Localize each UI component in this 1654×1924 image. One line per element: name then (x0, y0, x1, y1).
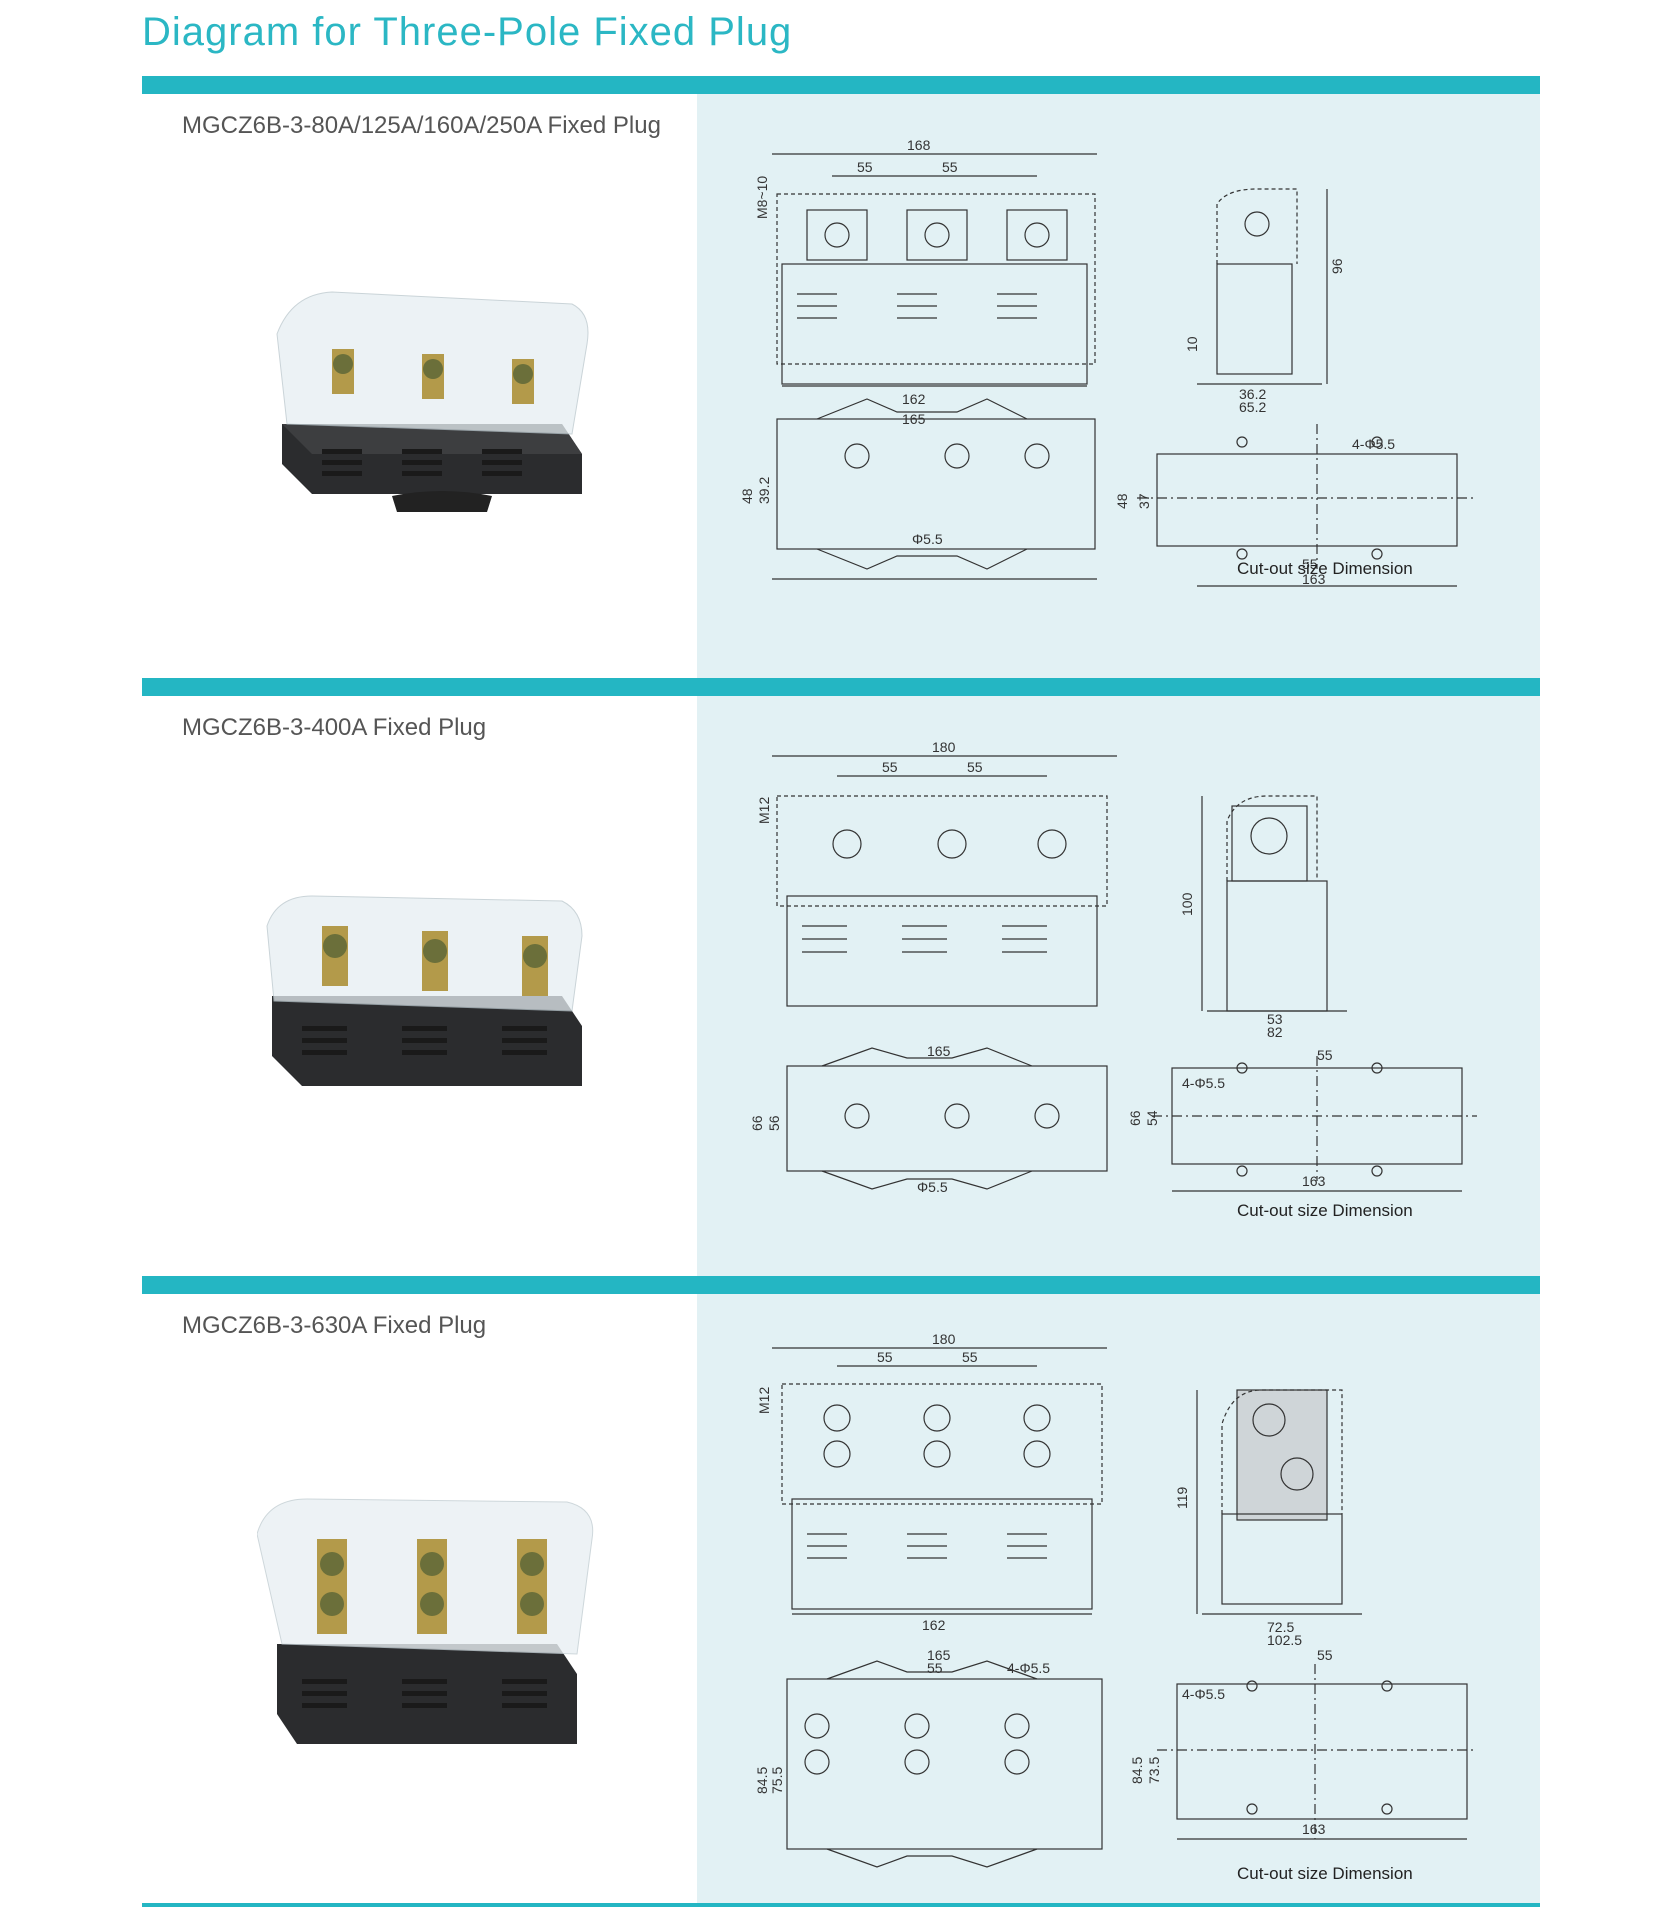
product-label: MGCZ6B-3-400A Fixed Plug (182, 714, 487, 741)
dim-top-h2: 56 (766, 1115, 782, 1131)
dim-side-w2: 102.5 (1267, 1632, 1302, 1648)
dim-cutout-pitch: 55 (1317, 1647, 1333, 1663)
dim-top-pitch: 55 (927, 1660, 943, 1676)
product-label: MGCZ6B-3-80A/125A/160A/250A Fixed Plug (182, 112, 661, 139)
dim-overall: 180 (932, 739, 956, 755)
dim-overall: 168 (907, 137, 931, 153)
dim-cutout-pitch: 55 (1317, 1047, 1333, 1063)
dim-top-holes: 4-Φ5.5 (1007, 1660, 1050, 1676)
cutout-caption: Cut-out size Dimension (1237, 559, 1413, 578)
product-photo (257, 1498, 594, 1744)
dim-cutout-h2: 73.5 (1146, 1757, 1162, 1784)
product-section: MGCZ6B-3-400A Fixed Plug (142, 696, 1540, 1276)
dimension-drawing: 168 55 55 M8~10 162 96 10 36.2 65.2 165 … (739, 137, 1477, 587)
dim-top-hole: Φ5.5 (917, 1179, 948, 1195)
dimension-drawing: 180 55 55 M12 162 119 72.5 102.5 165 55 … (754, 1331, 1477, 1883)
product-section: MGCZ6B-3-80A/125A/160A/250A Fixed Plug (142, 94, 1540, 678)
dim-pitch-a: 55 (882, 759, 898, 775)
dim-pitch-a: 55 (857, 159, 873, 175)
dim-top-overall: 165 (902, 411, 926, 427)
dim-side-height: 100 (1179, 892, 1195, 916)
dim-side-step: 10 (1184, 336, 1200, 352)
dim-top-h1: 48 (739, 488, 755, 504)
dim-cutout-width: 163 (1302, 1821, 1326, 1837)
dim-overall: 180 (932, 1331, 956, 1347)
section-divider (142, 1276, 1540, 1294)
dim-side-w2: 82 (1267, 1024, 1283, 1040)
product-photo (276, 291, 589, 512)
dim-side-w1: 36.2 (1239, 386, 1266, 402)
dim-side-w1: 72.5 (1267, 1619, 1294, 1635)
photo-panel: MGCZ6B-3-630A Fixed Plug (142, 1294, 697, 1903)
page-title: Diagram for Three-Pole Fixed Plug (142, 10, 793, 54)
product-label: MGCZ6B-3-630A Fixed Plug (182, 1312, 487, 1339)
dim-cutout-width: 163 (1302, 1173, 1326, 1189)
dim-thread: M12 (756, 797, 772, 824)
dim-cutout-pitch: 55 (1302, 556, 1318, 572)
dim-side-w1: 53 (1267, 1011, 1283, 1027)
dim-top-overall: 165 (927, 1043, 951, 1059)
dim-top-h1: 84.5 (754, 1767, 770, 1794)
dim-cutout-h1: 84.5 (1129, 1757, 1145, 1784)
dim-cutout-h1: 48 (1114, 493, 1130, 509)
cutout-caption: Cut-out size Dimension (1237, 1201, 1413, 1220)
dim-top-hole: Φ5.5 (912, 531, 943, 547)
dim-top-h1: 66 (749, 1115, 765, 1131)
dim-cutout-width: 163 (1302, 571, 1326, 587)
dim-cutout-holes: 4-Φ5.5 (1182, 1075, 1225, 1091)
section-divider (142, 678, 1540, 696)
product-photo (266, 895, 583, 1086)
dim-thread: M8~10 (754, 176, 770, 219)
dim-cutout-holes: 4-Φ5.5 (1182, 1686, 1225, 1702)
dim-pitch-b: 55 (942, 159, 958, 175)
dim-cutout-h1: 66 (1127, 1110, 1143, 1126)
dim-cutout-holes: 4-Φ5.5 (1352, 436, 1395, 452)
product-section: MGCZ6B-3-630A Fixed Plug (142, 1294, 1540, 1903)
dimension-drawing: 180 55 55 M12 100 53 82 165 66 56 Φ5.5 4… (749, 739, 1477, 1220)
dim-cutout-h2: 54 (1144, 1110, 1160, 1126)
drawing-panel: 180 55 55 M12 162 119 72.5 102.5 165 55 … (697, 1294, 1540, 1903)
section-divider (142, 76, 1540, 94)
dim-top-h2: 39.2 (756, 477, 772, 504)
dim-pitch-b: 55 (962, 1349, 978, 1365)
dim-base: 162 (922, 1617, 946, 1633)
dim-pitch-b: 55 (967, 759, 983, 775)
dim-cutout-h2: 37 (1136, 493, 1152, 509)
dim-thread: M12 (756, 1387, 772, 1414)
dim-side-height: 119 (1174, 1486, 1190, 1509)
dim-pitch-a: 55 (877, 1349, 893, 1365)
bottom-divider (142, 1903, 1540, 1907)
photo-panel: MGCZ6B-3-400A Fixed Plug (142, 696, 697, 1276)
cutout-caption: Cut-out size Dimension (1237, 1864, 1413, 1883)
dim-base: 162 (902, 391, 926, 407)
dim-side-height: 96 (1329, 258, 1345, 274)
dim-top-overall: 165 (927, 1647, 951, 1663)
dim-side-w2: 65.2 (1239, 399, 1266, 415)
photo-panel: MGCZ6B-3-80A/125A/160A/250A Fixed Plug (142, 94, 697, 678)
drawing-panel: 180 55 55 M12 100 53 82 165 66 56 Φ5.5 4… (697, 696, 1540, 1276)
dim-top-h2: 75.5 (769, 1767, 785, 1794)
drawing-panel: 168 55 55 M8~10 162 96 10 36.2 65.2 165 … (697, 94, 1540, 678)
